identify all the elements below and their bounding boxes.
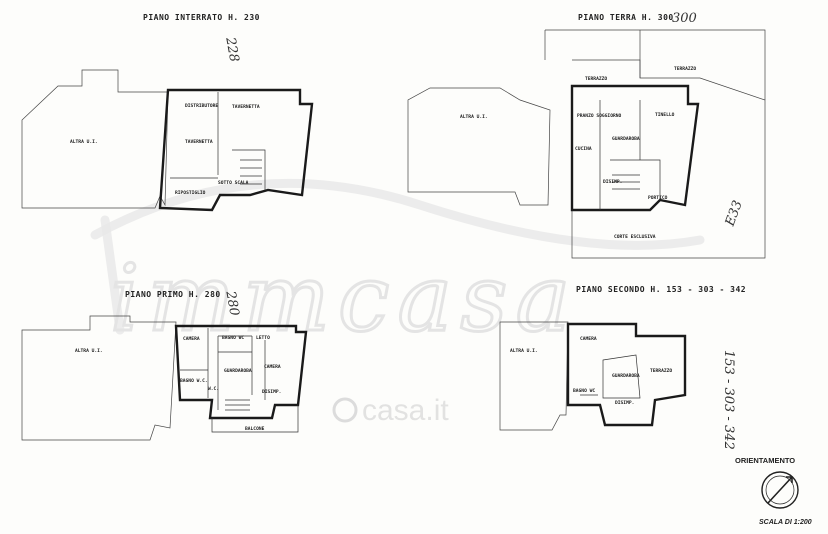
room-label: TERRAZZO xyxy=(674,66,696,72)
room-label: GUARDAROBA xyxy=(612,136,640,142)
room-label: DISIMP. xyxy=(603,179,622,185)
orientation-label: ORIENTAMENTO xyxy=(735,456,795,465)
room-label: RIPOSTIGLIO xyxy=(175,190,206,196)
room-label: BAGNO WC xyxy=(222,335,244,341)
room-label: CUCINA xyxy=(575,146,592,152)
room-label: BAGNO WC xyxy=(573,388,595,394)
room-label: DISIMP. xyxy=(615,400,634,406)
floor-interrato: PIANO INTERRATO H. 230 228 ALTRA U.I. DI… xyxy=(21,13,314,212)
room-label: TINELLO xyxy=(655,112,675,118)
room-label: GUARDAROBA xyxy=(224,368,252,374)
room-label: CAMERA xyxy=(264,364,281,370)
room-label: CAMERA xyxy=(580,336,597,342)
neighbour-label: ALTRA U.I. xyxy=(75,348,103,354)
neighbour-outline xyxy=(499,321,569,431)
legend: ORIENTAMENTO SCALA DI 1:200 xyxy=(735,456,812,526)
neighbour-outline xyxy=(21,69,169,209)
hand-note: 153 - 303 - 342 xyxy=(721,350,736,450)
neighbour-outline xyxy=(407,87,551,206)
hand-note: E33 xyxy=(722,199,745,230)
room-label: GUARDAROBA xyxy=(612,373,640,379)
floor-secondo: PIANO SECONDO H. 153 - 303 - 342 153 - 3… xyxy=(499,285,746,450)
room-label: TAVERNETTA xyxy=(232,104,260,110)
floor-title: PIANO SECONDO H. 153 - 303 - 342 xyxy=(576,285,746,294)
room-label: DISTRIBUTORE xyxy=(185,103,218,109)
room-label: BALCONE xyxy=(245,426,265,432)
floor-primo: PIANO PRIMO H. 280 280 ALTRA U.I. CAMERA… xyxy=(21,289,308,441)
plan-outline xyxy=(570,84,700,212)
room-label: TERRAZZO xyxy=(650,368,672,374)
plan-outline xyxy=(174,324,308,420)
floor-title: PIANO PRIMO H. 280 xyxy=(125,290,221,299)
room-label: W.C. xyxy=(208,386,219,392)
room-label: SOTTO SCALA xyxy=(218,180,249,186)
room-label: PRANZO SOGGIORNO xyxy=(577,113,621,119)
plan-outline xyxy=(566,322,687,427)
neighbour-label: ALTRA U.I. xyxy=(460,114,488,120)
watermark-script: immcasa xyxy=(110,245,578,352)
room-label: PORTICO xyxy=(648,195,668,201)
room-label: CORTE ESCLUSIVA xyxy=(614,234,656,240)
hand-note: 228 xyxy=(222,35,241,63)
room-label: BAGNO W.C. xyxy=(180,378,208,384)
room-label: TAVERNETTA xyxy=(185,139,213,145)
hand-note: 280 xyxy=(222,289,241,317)
neighbour-outline xyxy=(21,315,177,441)
neighbour-label: ALTRA U.I. xyxy=(70,139,98,145)
room-label: LETTO xyxy=(256,335,270,341)
compass-icon xyxy=(761,471,799,509)
scale-label: SCALA DI 1:200 xyxy=(759,519,812,526)
room-label: DISIMP. xyxy=(262,389,281,395)
floor-title: PIANO TERRA H. 300 xyxy=(578,13,674,22)
neighbour-label: ALTRA U.I. xyxy=(510,348,538,354)
room-label: CAMERA xyxy=(183,336,200,342)
room-label: TERRAZZO xyxy=(585,76,607,82)
watermark: immcasa casa.it xyxy=(90,178,705,427)
hand-note: 300 xyxy=(672,11,697,26)
watermark-logo-icon xyxy=(332,397,358,423)
watermark-logo-text: casa.it xyxy=(362,394,449,427)
north-arrow-icon xyxy=(767,476,793,504)
floor-title: PIANO INTERRATO H. 230 xyxy=(143,13,260,22)
plan-outline xyxy=(158,88,314,212)
